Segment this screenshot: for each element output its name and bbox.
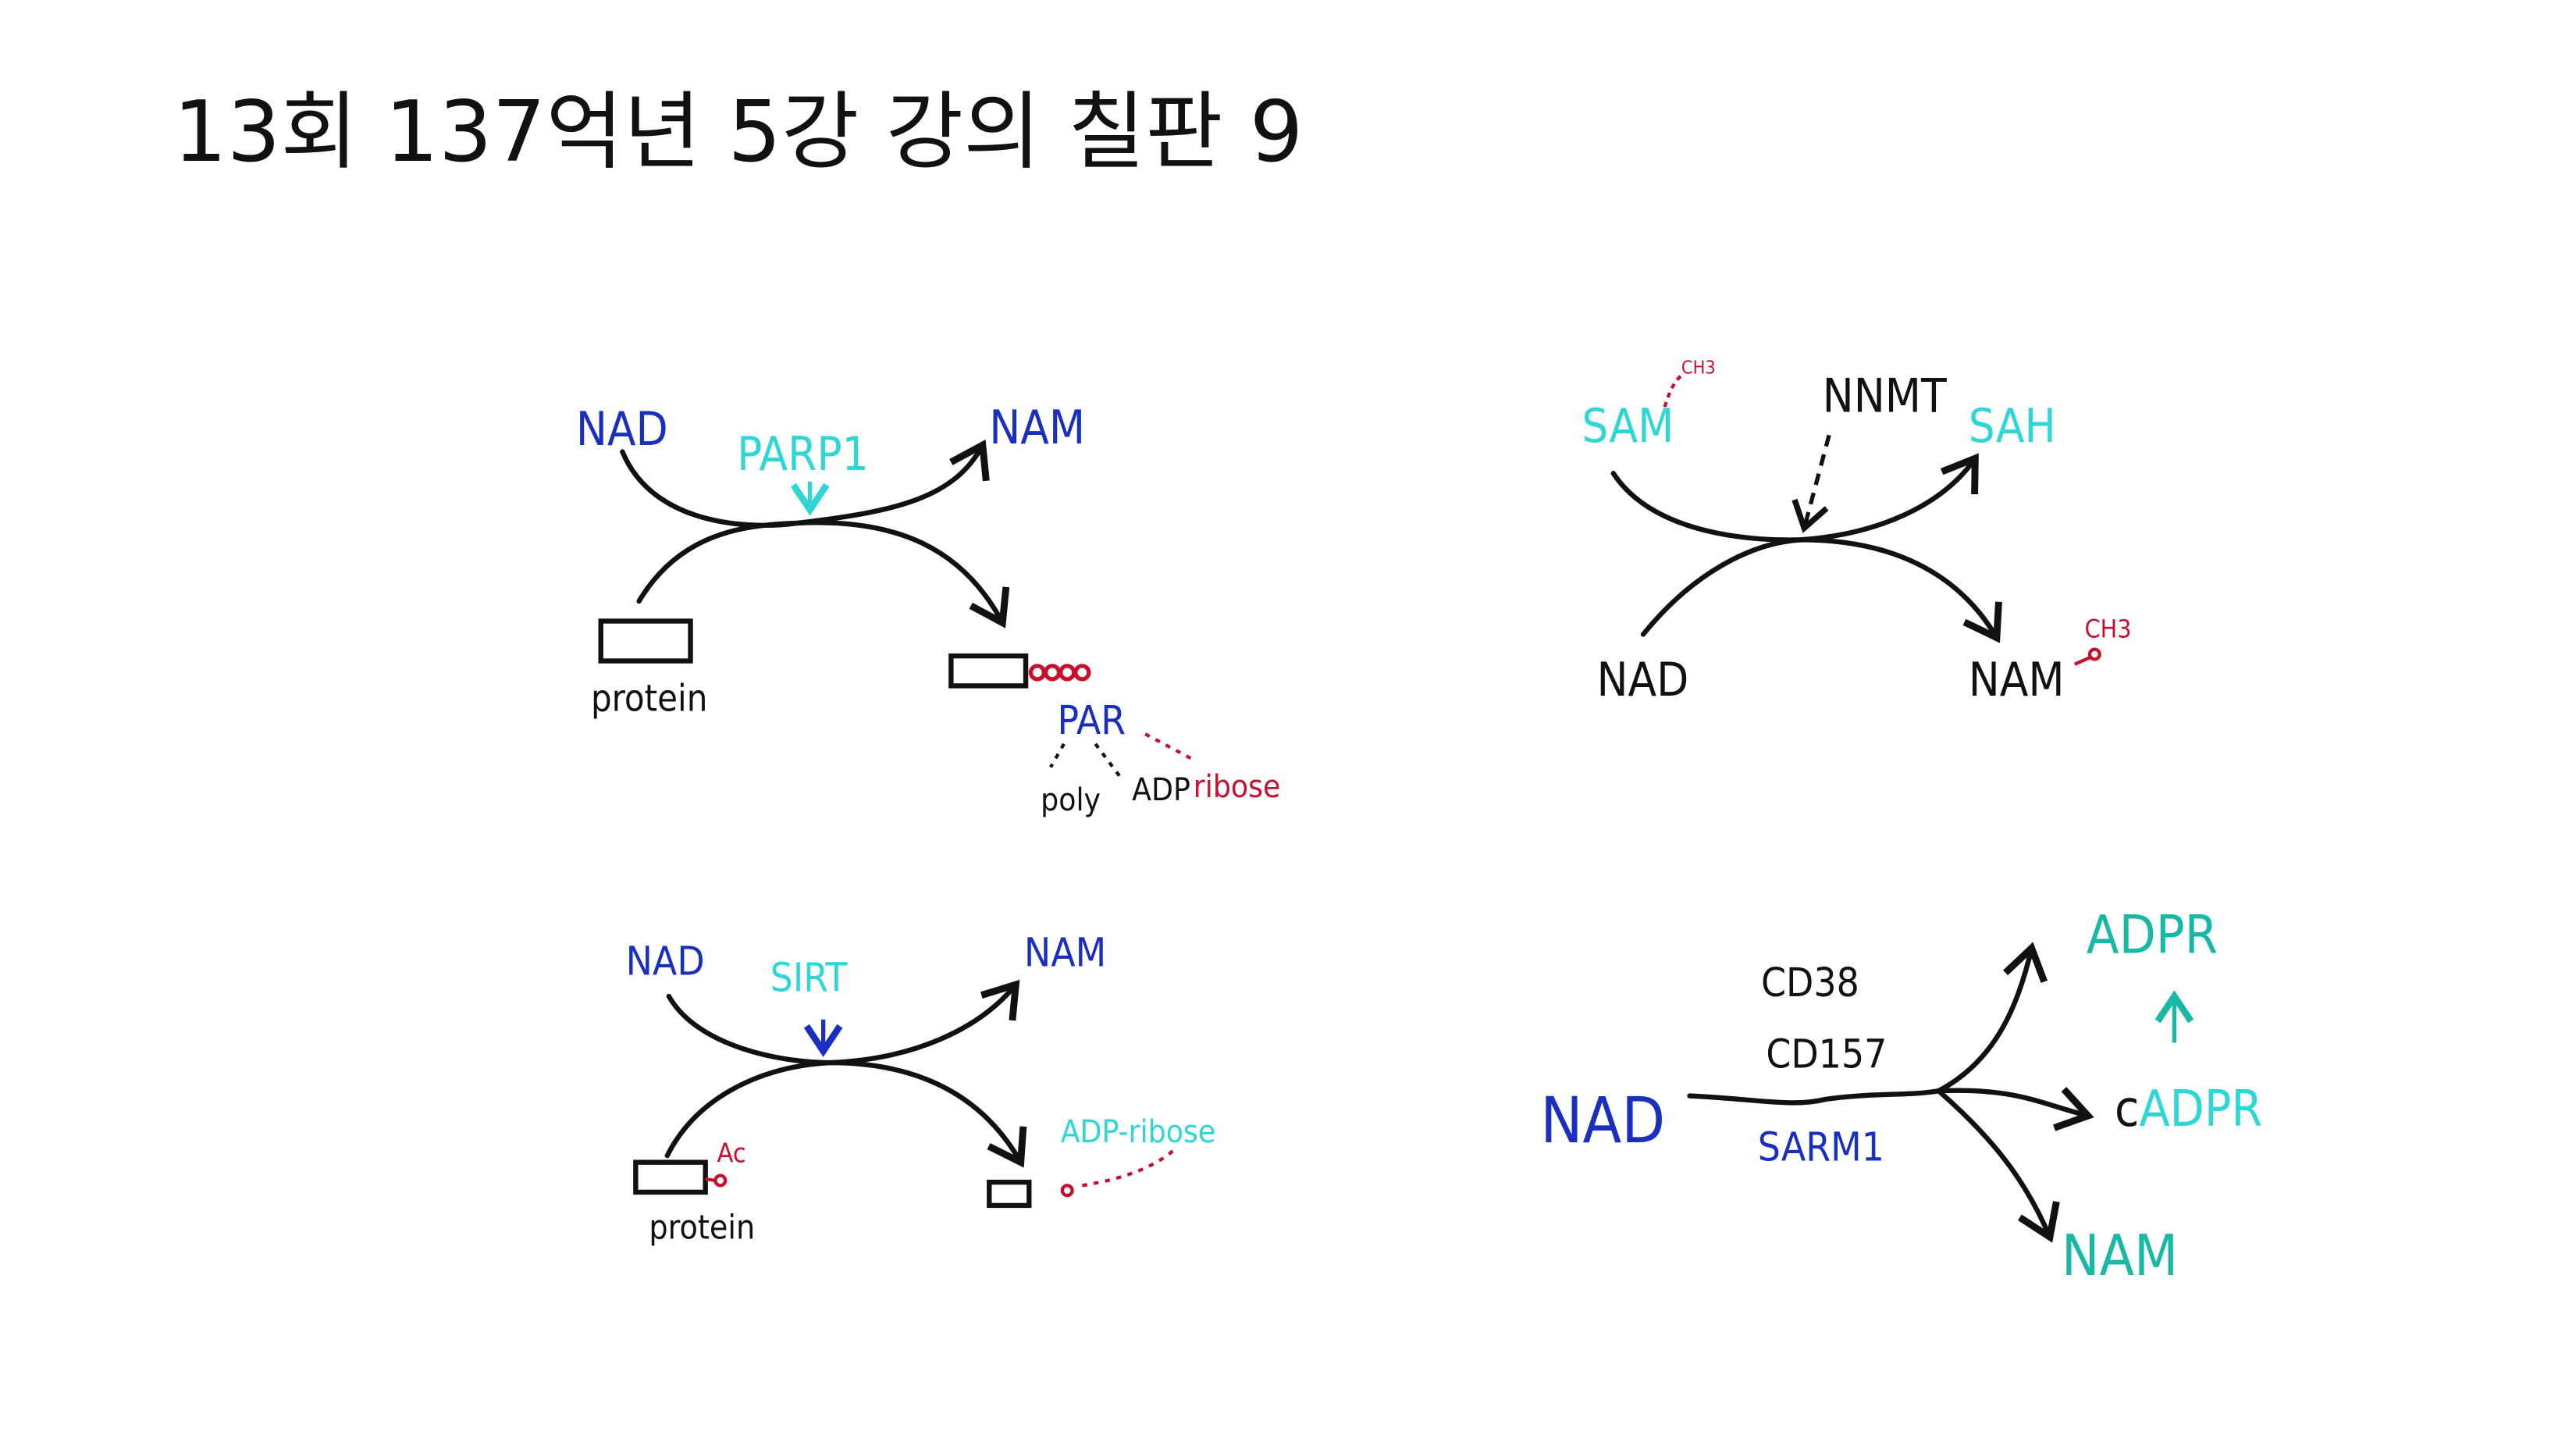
nnmt-lower-arrow [1640, 537, 2002, 643]
sirt-protein-label: protein [649, 1209, 755, 1247]
cadpr-label: cADPR [2115, 1081, 2262, 1138]
poly-dots [1049, 743, 1066, 768]
nam-ch3: CH3 [2085, 614, 2132, 644]
adp-label: ADP [1132, 771, 1190, 808]
cd38-nad: NAD [1540, 1084, 1665, 1158]
methyl-bond [2073, 656, 2090, 666]
sam-ch3: CH3 [1681, 357, 1716, 379]
cadpr-arrow [1936, 1087, 2094, 1131]
parp-lower-arrow [636, 520, 1010, 629]
adpr-label: ADPR [2087, 905, 2218, 967]
sirt-lower-arrow [664, 1059, 1027, 1168]
sam-label: SAM [1582, 400, 1674, 454]
poly-label: poly [1041, 782, 1101, 818]
nam-arrow [1936, 1088, 2060, 1243]
adp-ribose-label: ADP-ribose [1061, 1113, 1216, 1150]
cadpr-prefix: c [2115, 1081, 2140, 1138]
adp-ribose-dots [1082, 1148, 1176, 1188]
sirt-nam: NAM [1024, 931, 1106, 977]
released-acetyl-circle [1060, 1184, 1074, 1198]
nnmt-nad: NAD [1596, 653, 1688, 707]
adp-dots [1094, 743, 1122, 778]
nad-stem-line [1687, 1088, 1941, 1106]
parp-reaction: NAD PARP1 NAM protein PAR poly ADP ribos… [576, 401, 1281, 818]
nnmt-upper-arrow [1610, 453, 1979, 543]
nnmt-enzyme-arrow [1791, 434, 1831, 533]
cd38-nam: NAM [2062, 1223, 2178, 1289]
page-title: 13회 137억년 5강 강의 칠판 9 [173, 84, 1304, 181]
acetyl-bond [705, 1177, 716, 1183]
cadpr-core: ADPR [2139, 1081, 2262, 1138]
adpr-arrow [1936, 942, 2048, 1094]
deacetylated-protein-box [987, 1179, 1032, 1209]
sirt-enzyme: SIRT [770, 956, 849, 1002]
nnmt-nam: NAM [1969, 653, 2065, 707]
cd157-enzyme: CD157 [1766, 1031, 1887, 1077]
parp-enzyme: PARP1 [737, 428, 869, 482]
acetyl-label: Ac [717, 1138, 746, 1170]
methyl-circle [2087, 647, 2101, 661]
methyl-dots [1663, 372, 1686, 408]
parylated-protein-box [948, 653, 1029, 689]
sirt-reaction: NAD SIRT NAM Ac protein ADP-ribose [626, 931, 1216, 1248]
par-chain-icon [1028, 664, 1091, 682]
parp-protein-label: protein [591, 678, 707, 720]
ribose-label: ribose [1194, 768, 1281, 805]
sah-label: SAH [1969, 400, 2056, 454]
cd38-enzyme: CD38 [1761, 960, 1859, 1006]
acetyl-protein-box [633, 1159, 708, 1195]
cd38-reaction: NAD CD38 CD157 SARM1 ADPR cADPR NAM [1540, 905, 2262, 1289]
parp-nam: NAM [989, 401, 1085, 455]
ribose-dots [1144, 732, 1196, 762]
par-label: PAR [1057, 698, 1126, 744]
nnmt-enzyme: NNMT [1823, 370, 1947, 424]
acetyl-circle [713, 1173, 728, 1188]
protein-box [598, 618, 693, 664]
parp-nad: NAD [576, 403, 668, 457]
sarm1-enzyme: SARM1 [1758, 1125, 1884, 1171]
sirt-nad: NAD [626, 938, 705, 985]
nnmt-reaction: SAM CH3 NNMT SAH NAD NAM CH3 [1582, 357, 2131, 707]
